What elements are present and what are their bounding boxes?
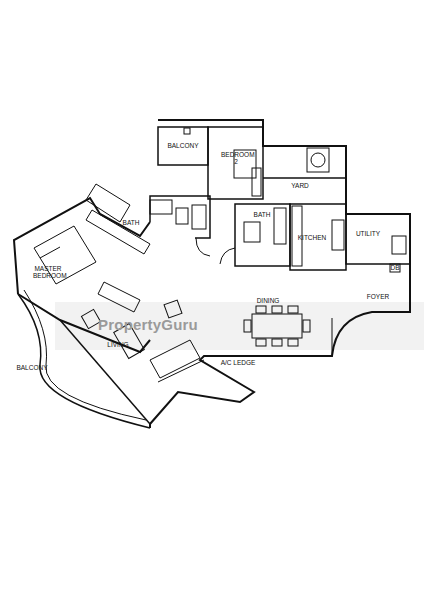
room-label: BATH <box>123 219 140 226</box>
room-label: BALCONY <box>16 364 47 371</box>
room-label: BALCONY <box>167 142 198 149</box>
room-label: MASTER BEDROOM <box>33 265 63 280</box>
room-label: FOYER <box>367 293 389 300</box>
room-label: BEDROOM 2 <box>221 151 251 166</box>
room-label: YARD <box>291 182 309 189</box>
watermark: PropertyGuru <box>98 316 198 333</box>
room-label: DB <box>390 264 399 271</box>
room-label: LIVING <box>107 341 128 348</box>
room-label: UTILITY <box>356 230 380 237</box>
room-label: BATH <box>254 211 271 218</box>
room-label: KITCHEN <box>298 234 327 241</box>
room-label: DINING <box>257 297 280 304</box>
room-label: A/C LEDGE <box>221 359 256 366</box>
